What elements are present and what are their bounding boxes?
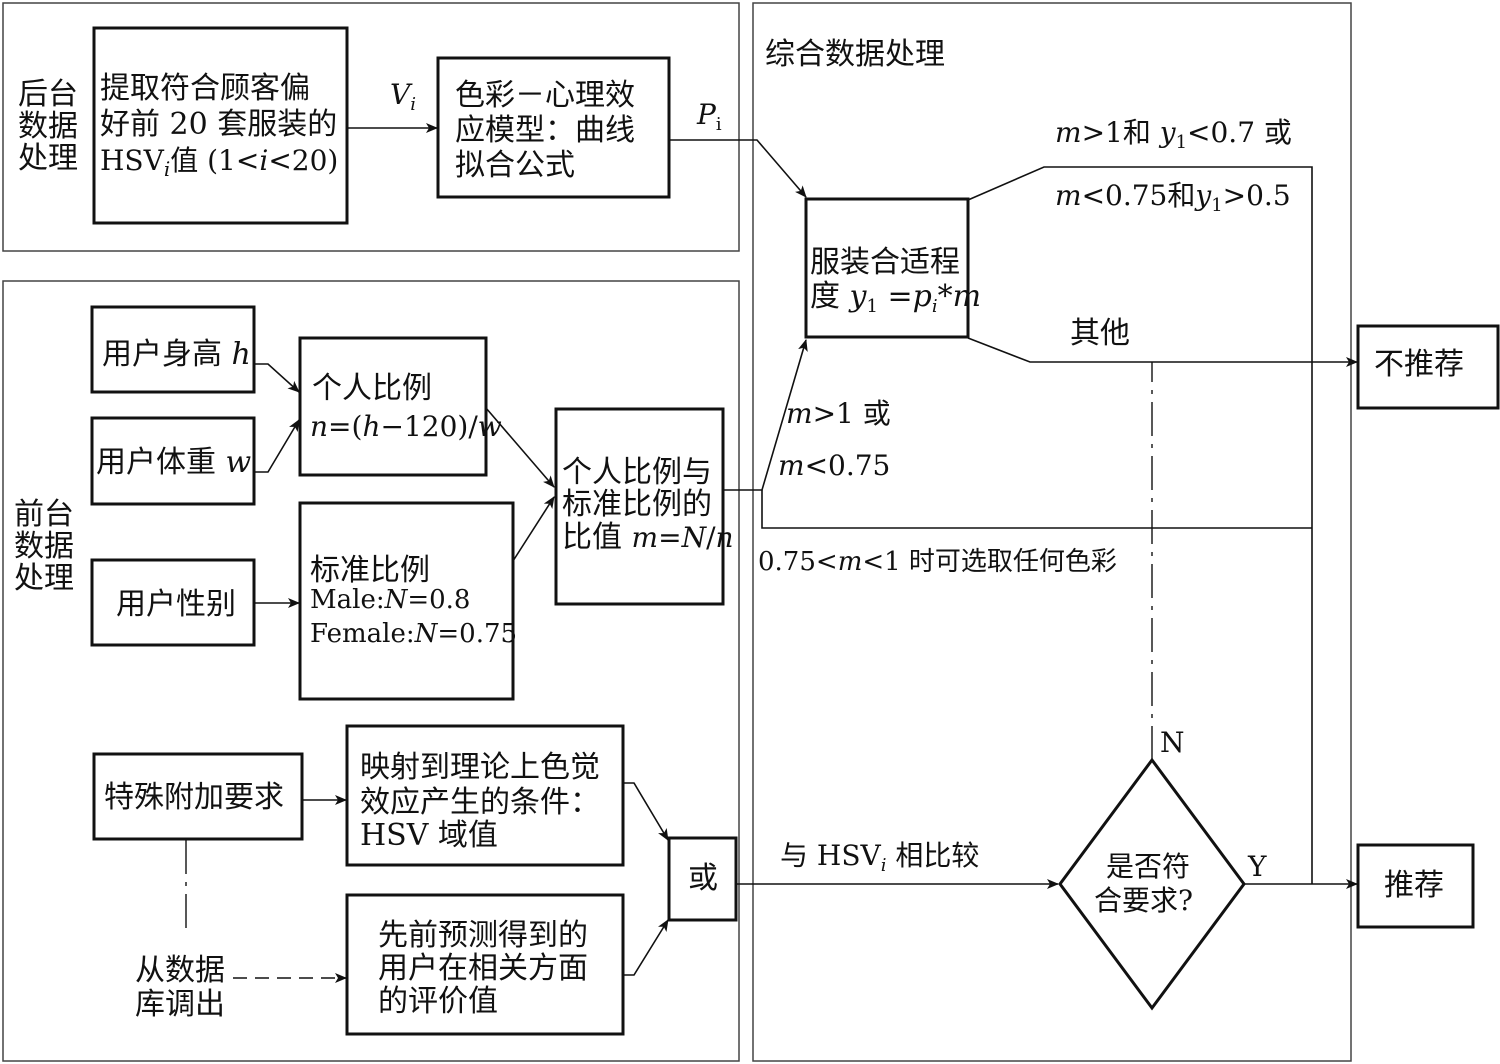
edge-fitness-other	[967, 337, 1358, 367]
label-cond1: m>1和 y1<0.7 或	[1055, 116, 1292, 153]
label-vi: Vi	[390, 78, 416, 115]
edge-prior-to-or	[623, 919, 669, 976]
edge-height-to-personal	[254, 363, 300, 393]
color-model-box	[436, 56, 671, 199]
decision-line-1: 是否符	[1106, 850, 1190, 883]
not-recommend-box	[1356, 324, 1500, 410]
backend-label-1: 后台	[18, 77, 78, 112]
prior-line-2: 用户在相关方面	[378, 951, 588, 986]
standard-ratio-box	[298, 501, 515, 701]
recommend-box	[1356, 843, 1475, 929]
height-text: 用户身高 h	[102, 337, 251, 372]
frontend-label-3: 处理	[14, 561, 74, 596]
extract-line-2: 好前 20 套服装的	[100, 107, 337, 142]
ratio-compare-line-2: 标准比例的	[562, 487, 712, 522]
edge-weight-to-personal	[254, 419, 300, 473]
extract-line-3: HSVi值 (1<i<20)	[100, 144, 338, 181]
weight-text: 用户体重 w	[96, 445, 252, 480]
color-model-line-1: 色彩－心理效	[455, 78, 635, 113]
edge-personal-to-compare	[485, 407, 555, 488]
label-cond2: m<0.75和y1>0.5	[1055, 179, 1291, 216]
edge-mapping-to-or	[623, 782, 669, 841]
gender-box	[90, 558, 256, 647]
label-m-gt1: m>1 或	[786, 397, 891, 430]
special-box	[92, 752, 304, 841]
color-model-line-3: 拟合公式	[455, 148, 575, 183]
backend-label-3: 处理	[18, 141, 78, 176]
prior-line-3: 的评价值	[378, 984, 498, 1019]
not-recommend-text: 不推荐	[1374, 347, 1464, 382]
prior-line-1: 先前预测得到的	[378, 918, 588, 953]
ratio-compare-line-3: 比值 m=N/n	[562, 520, 734, 555]
label-compare-hsv: 与 HSVi 相比较	[780, 839, 979, 876]
fitness-box	[804, 197, 970, 339]
prior-box	[345, 893, 625, 1036]
personal-ratio-title: 个人比例	[312, 371, 432, 406]
from-db-line-2: 库调出	[135, 987, 225, 1022]
recommend-text: 推荐	[1384, 868, 1444, 903]
personal-ratio-box	[298, 336, 488, 477]
frontend-label-1: 前台	[14, 497, 74, 532]
label-y: Y	[1247, 850, 1267, 883]
standard-ratio-male: Male:N=0.8	[310, 585, 470, 615]
height-box	[90, 305, 256, 394]
decision-line-2: 合要求?	[1094, 884, 1193, 917]
label-any-color: 0.75<m<1 时可选取任何色彩	[758, 547, 1117, 577]
mapping-line-2: 效应产生的条件：	[360, 785, 600, 820]
or-box	[667, 836, 738, 922]
fitness-line-2: 度 y1 =pi*m	[810, 279, 981, 317]
edge-standard-to-compare	[512, 496, 555, 562]
edge-compare-any-color	[761, 490, 1312, 529]
decision-diamond	[1058, 757, 1246, 1011]
from-db-line-1: 从数据	[135, 953, 225, 988]
ratio-compare-box	[554, 407, 725, 606]
ratio-compare-line-1: 个人比例与	[562, 455, 712, 490]
label-m-lt: m<0.75	[778, 449, 890, 482]
fitness-line-1: 服装合适程	[810, 245, 960, 280]
edge-model-to-fitness	[669, 139, 807, 198]
backend-region-frame	[2, 2, 740, 252]
standard-ratio-female: Female:N=0.75	[310, 619, 517, 649]
frontend-label-2: 数据	[14, 529, 74, 564]
integrated-label: 综合数据处理	[765, 37, 945, 72]
personal-ratio-formula: n=(h−120)/w	[310, 410, 502, 443]
extract-line-1: 提取符合顾客偏	[100, 71, 310, 106]
or-text: 或	[688, 861, 718, 896]
special-text: 特殊附加要求	[104, 780, 284, 815]
mapping-box	[345, 724, 625, 867]
label-other: 其他	[1070, 316, 1130, 351]
label-pi: Pi	[696, 98, 722, 135]
frontend-region-frame	[2, 280, 740, 1062]
weight-box	[90, 416, 256, 506]
gender-text: 用户性别	[116, 587, 236, 622]
mapping-line-1: 映射到理论上色觉	[360, 750, 600, 785]
extract-box	[92, 26, 349, 225]
label-n: N	[1160, 726, 1185, 759]
integrated-region-frame	[752, 2, 1352, 1062]
standard-ratio-title: 标准比例	[310, 553, 430, 588]
backend-label-2: 数据	[18, 109, 78, 144]
color-model-line-2: 应模型：曲线	[455, 113, 635, 148]
edge-fitness-condition	[967, 166, 1313, 884]
mapping-line-3: HSV 域值	[360, 818, 498, 853]
